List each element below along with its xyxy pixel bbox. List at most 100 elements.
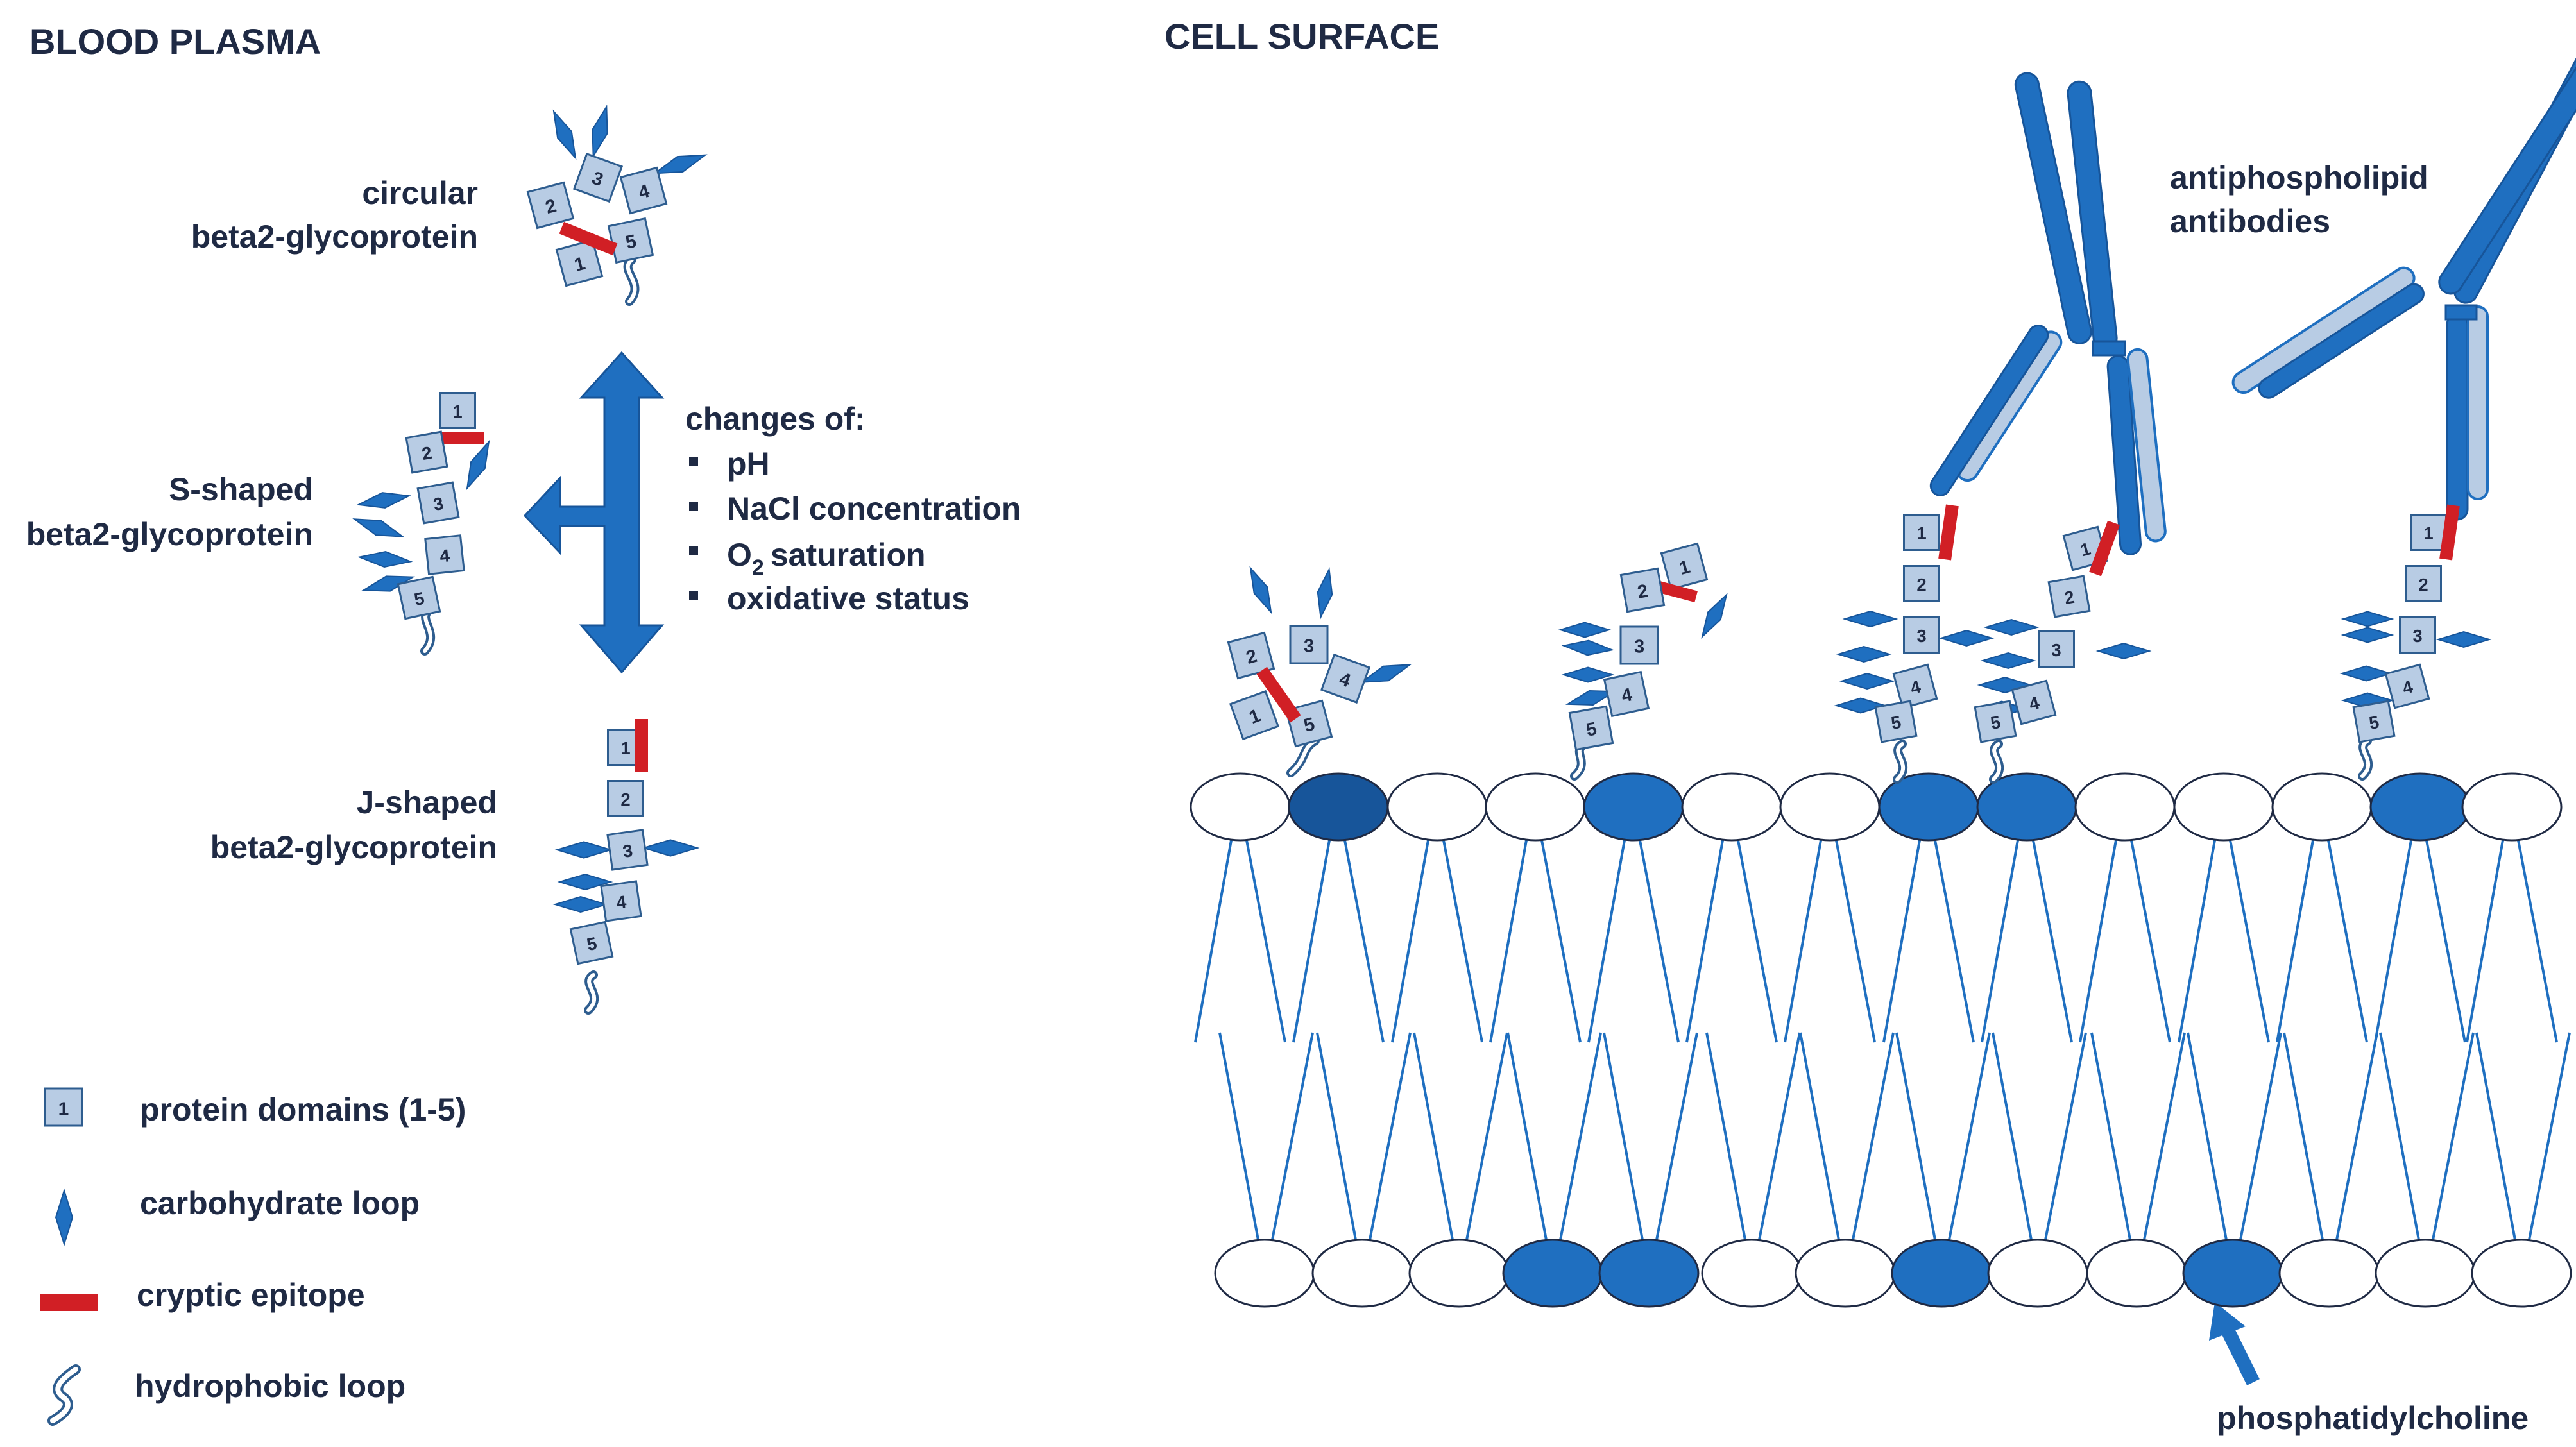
protein-domain-3: 3	[2038, 630, 2075, 668]
s-shaped-label-line2: beta2-glycoprotein	[26, 516, 313, 552]
domain-number: 3	[2412, 626, 2422, 646]
domain-number: 3	[1916, 626, 1926, 646]
lipid-head-upper	[1779, 772, 1881, 842]
domain-number: 1	[620, 738, 630, 758]
protein-domain-2: 2	[1619, 567, 1666, 613]
antibodies-label-line2: antibodies	[2170, 203, 2330, 239]
j-shaped-form-label: J-shaped beta2-glycoprotein	[210, 784, 497, 865]
carbohydrate-loop	[2339, 665, 2393, 682]
carbohydrate-loop	[352, 518, 405, 537]
domain-number: 1	[1677, 557, 1693, 579]
protein-domain-1: 1	[1660, 542, 1709, 591]
carbohydrate-loop	[1558, 622, 1612, 638]
lipid-tail-lower	[1705, 1032, 1801, 1240]
carbohydrate-loop	[2341, 627, 2394, 643]
domain-number: 2	[2418, 575, 2428, 595]
lipid-head-upper	[1681, 772, 1782, 842]
carbohydrate-loop	[1834, 697, 1888, 714]
domain-number: 1	[452, 402, 462, 421]
o2-saturation: saturation	[771, 537, 926, 573]
phosphatidylcholine-head-lower	[1598, 1239, 1700, 1308]
carbohydrate-loop	[1836, 645, 1892, 663]
domain-number: 5	[1889, 712, 1902, 733]
domain-number: 2	[2063, 587, 2076, 608]
legend: 1 protein domains (1-5) carbohydrate loo…	[40, 1087, 466, 1426]
o2-sub: 2	[752, 555, 764, 580]
domain-number: 3	[2051, 640, 2061, 660]
domain-number: 4	[615, 892, 627, 913]
changes-title: changes of:	[685, 401, 866, 437]
lipid-head-lower	[2375, 1239, 2476, 1308]
protein-domain-2: 2	[607, 780, 644, 817]
lipid-head-lower	[2278, 1239, 2380, 1308]
lipid-tail-lower	[1992, 1032, 2087, 1240]
lipid-tail-lower	[2475, 1032, 2571, 1240]
lipid-tail-lower	[1413, 1032, 1508, 1240]
carbohydrate-loop	[592, 105, 608, 158]
protein-domain-4: 4	[1603, 670, 1650, 718]
carbohydrate-loop	[1980, 652, 2036, 670]
domain-number: 3	[621, 840, 633, 861]
lipid-head-lower	[1214, 1239, 1315, 1308]
lipid-tail-lower	[2187, 1032, 2282, 1240]
lipid-tail-upper	[1489, 840, 1582, 1043]
bullet	[689, 502, 698, 511]
protein-domain-3: 3	[1903, 616, 1940, 654]
legend-carbohydrate-loop: carbohydrate loop	[140, 1185, 420, 1221]
legend-epitope-swatch	[40, 1294, 98, 1311]
carbohydrate-loop	[2095, 642, 2152, 660]
protein-domain-1: 1	[1903, 514, 1940, 551]
change-oxidative: oxidative status	[727, 580, 969, 616]
protein-domain-2: 2	[405, 430, 448, 474]
s-shaped-form-label: S-shaped beta2-glycoprotein	[26, 471, 313, 552]
phosphatidylcholine-head-upper	[1583, 772, 1684, 842]
carbohydrate-loop	[1249, 566, 1272, 614]
carbohydrate-loop	[1839, 672, 1895, 690]
domain-number: 1	[2423, 523, 2433, 543]
cryptic-epitope	[2439, 504, 2460, 561]
lipid-head-lower	[1701, 1239, 1802, 1308]
protein-domain-3: 3	[1289, 625, 1329, 664]
lipid-tail-lower	[2283, 1032, 2378, 1240]
phosphatidylcholine-head-lower	[2182, 1239, 2283, 1308]
carbohydrate-loop	[2341, 611, 2394, 627]
protein-domain-4: 4	[619, 166, 668, 215]
lipid-head-upper	[2271, 772, 2373, 842]
protein-domain-3: 3	[606, 829, 649, 871]
domain-number: 5	[1989, 712, 2002, 733]
cryptic-epitope	[2089, 520, 2120, 577]
lipid-head-lower	[2086, 1239, 2187, 1308]
carbohydrate-loop	[557, 873, 613, 891]
bullet	[689, 546, 698, 555]
domain-number: 5	[2367, 712, 2380, 733]
legend-hydrophobic-loop: hydrophobic loop	[135, 1368, 405, 1404]
lipid-tail-upper	[1981, 840, 2073, 1043]
carbohydrate-loop	[1983, 618, 2040, 636]
domain-number: 5	[413, 588, 426, 610]
cryptic-epitope	[1256, 666, 1301, 723]
protein-domain-5: 5	[2352, 700, 2396, 743]
carbohydrate-loop	[1938, 629, 1995, 647]
domain-number: 2	[1916, 575, 1926, 595]
domain-number: 2	[543, 196, 559, 218]
lipid-tail-lower	[2379, 1032, 2475, 1240]
change-nacl: NaCl concentration	[727, 491, 1021, 527]
domain-number: 5	[624, 231, 638, 253]
carbohydrate-loop	[552, 109, 577, 160]
cryptic-epitope	[635, 719, 648, 772]
lipid-tail-lower	[1799, 1032, 1895, 1240]
domain-number: 5	[585, 933, 599, 955]
protein-domain-4: 4	[1892, 663, 1938, 709]
legend-domain-number: 1	[58, 1099, 69, 1120]
bound-j-shaped-beta2-glycoprotein-1: 1 2 3 4 5	[1834, 504, 1995, 784]
carbohydrate-loop	[357, 551, 413, 568]
protein-domain-5: 5	[1974, 700, 2017, 743]
phosphatidylcholine-head-lower	[1502, 1239, 1603, 1308]
carbohydrate-loop	[653, 154, 708, 174]
antibodies-label: antiphospholipid antibodies	[2170, 160, 2428, 239]
protein-domain-3: 3	[1619, 625, 1659, 665]
cryptic-epitope	[1938, 504, 1959, 561]
